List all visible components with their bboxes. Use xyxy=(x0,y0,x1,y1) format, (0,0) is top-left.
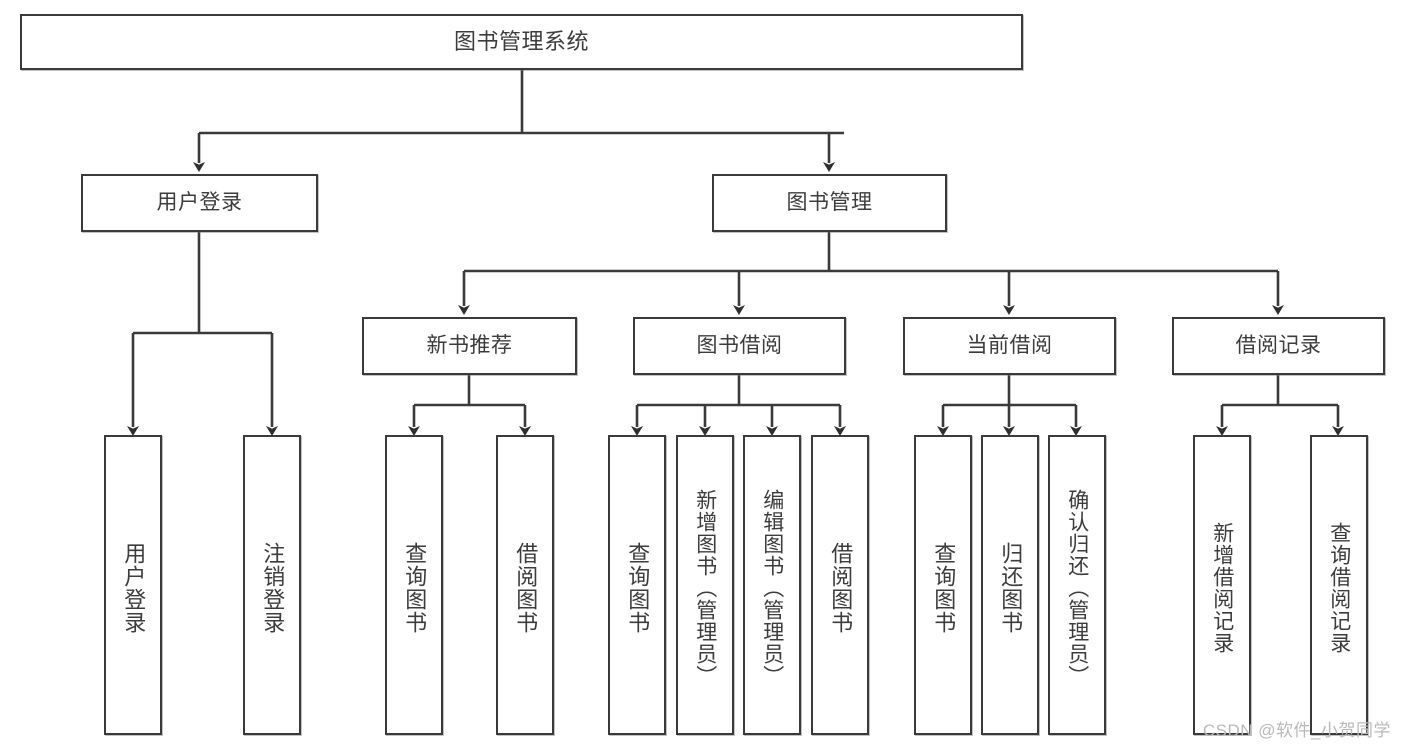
node-user-login-label: 用户登录 xyxy=(156,190,243,214)
leaf-logout-label: 注销登录 xyxy=(260,542,286,634)
leaf-add-record-label: 新增借阅记录 xyxy=(1210,522,1234,654)
leaf-edit-book-label: 编辑图书（管理员） xyxy=(760,489,784,687)
leaf-query-record-label: 查询借阅记录 xyxy=(1327,522,1351,654)
watermark: CSDN @软件_小贺同学 xyxy=(1202,721,1391,740)
leaf-logout[interactable]: 注销登录 xyxy=(243,435,301,735)
leaf-borrow-book-2[interactable]: 借阅图书 xyxy=(811,435,869,735)
leaf-edit-book[interactable]: 编辑图书（管理员） xyxy=(743,435,801,735)
node-root[interactable]: 图书管理系统 xyxy=(20,14,1023,70)
leaf-user-login-label: 用户登录 xyxy=(121,542,147,634)
leaf-confirm-return-label: 确认归还（管理员） xyxy=(1065,489,1089,687)
node-book-manage[interactable]: 图书管理 xyxy=(712,174,947,232)
leaf-query-record[interactable]: 查询借阅记录 xyxy=(1310,435,1368,735)
node-book-borrow[interactable]: 图书借阅 xyxy=(633,317,846,375)
leaf-query-book-2-label: 查询图书 xyxy=(625,542,651,634)
leaf-user-login[interactable]: 用户登录 xyxy=(104,435,162,735)
node-book-manage-label: 图书管理 xyxy=(786,190,873,214)
node-current-borrow[interactable]: 当前借阅 xyxy=(903,317,1116,375)
leaf-query-book-1[interactable]: 查询图书 xyxy=(385,435,443,735)
leaf-add-book-label: 新增图书（管理员） xyxy=(693,489,717,687)
node-root-label: 图书管理系统 xyxy=(453,29,589,55)
leaf-query-book-2[interactable]: 查询图书 xyxy=(608,435,666,735)
node-new-book-rec[interactable]: 新书推荐 xyxy=(362,317,577,375)
node-new-book-rec-label: 新书推荐 xyxy=(426,333,513,357)
leaf-confirm-return[interactable]: 确认归还（管理员） xyxy=(1048,435,1106,735)
leaf-add-record[interactable]: 新增借阅记录 xyxy=(1193,435,1251,735)
leaf-query-book-3-label: 查询图书 xyxy=(931,542,957,634)
node-current-borrow-label: 当前借阅 xyxy=(966,333,1053,357)
node-borrow-record-label: 借阅记录 xyxy=(1235,333,1322,357)
leaf-return-book[interactable]: 归还图书 xyxy=(981,435,1039,735)
node-user-login[interactable]: 用户登录 xyxy=(81,174,318,232)
leaf-add-book[interactable]: 新增图书（管理员） xyxy=(676,435,734,735)
leaf-borrow-book-1-label: 借阅图书 xyxy=(513,542,539,634)
leaf-query-book-1-label: 查询图书 xyxy=(402,542,428,634)
leaf-query-book-3[interactable]: 查询图书 xyxy=(914,435,972,735)
node-borrow-record[interactable]: 借阅记录 xyxy=(1172,317,1385,375)
leaf-borrow-book-1[interactable]: 借阅图书 xyxy=(496,435,554,735)
leaf-borrow-book-2-label: 借阅图书 xyxy=(828,542,854,634)
node-book-borrow-label: 图书借阅 xyxy=(696,333,783,357)
leaf-return-book-label: 归还图书 xyxy=(998,542,1024,634)
